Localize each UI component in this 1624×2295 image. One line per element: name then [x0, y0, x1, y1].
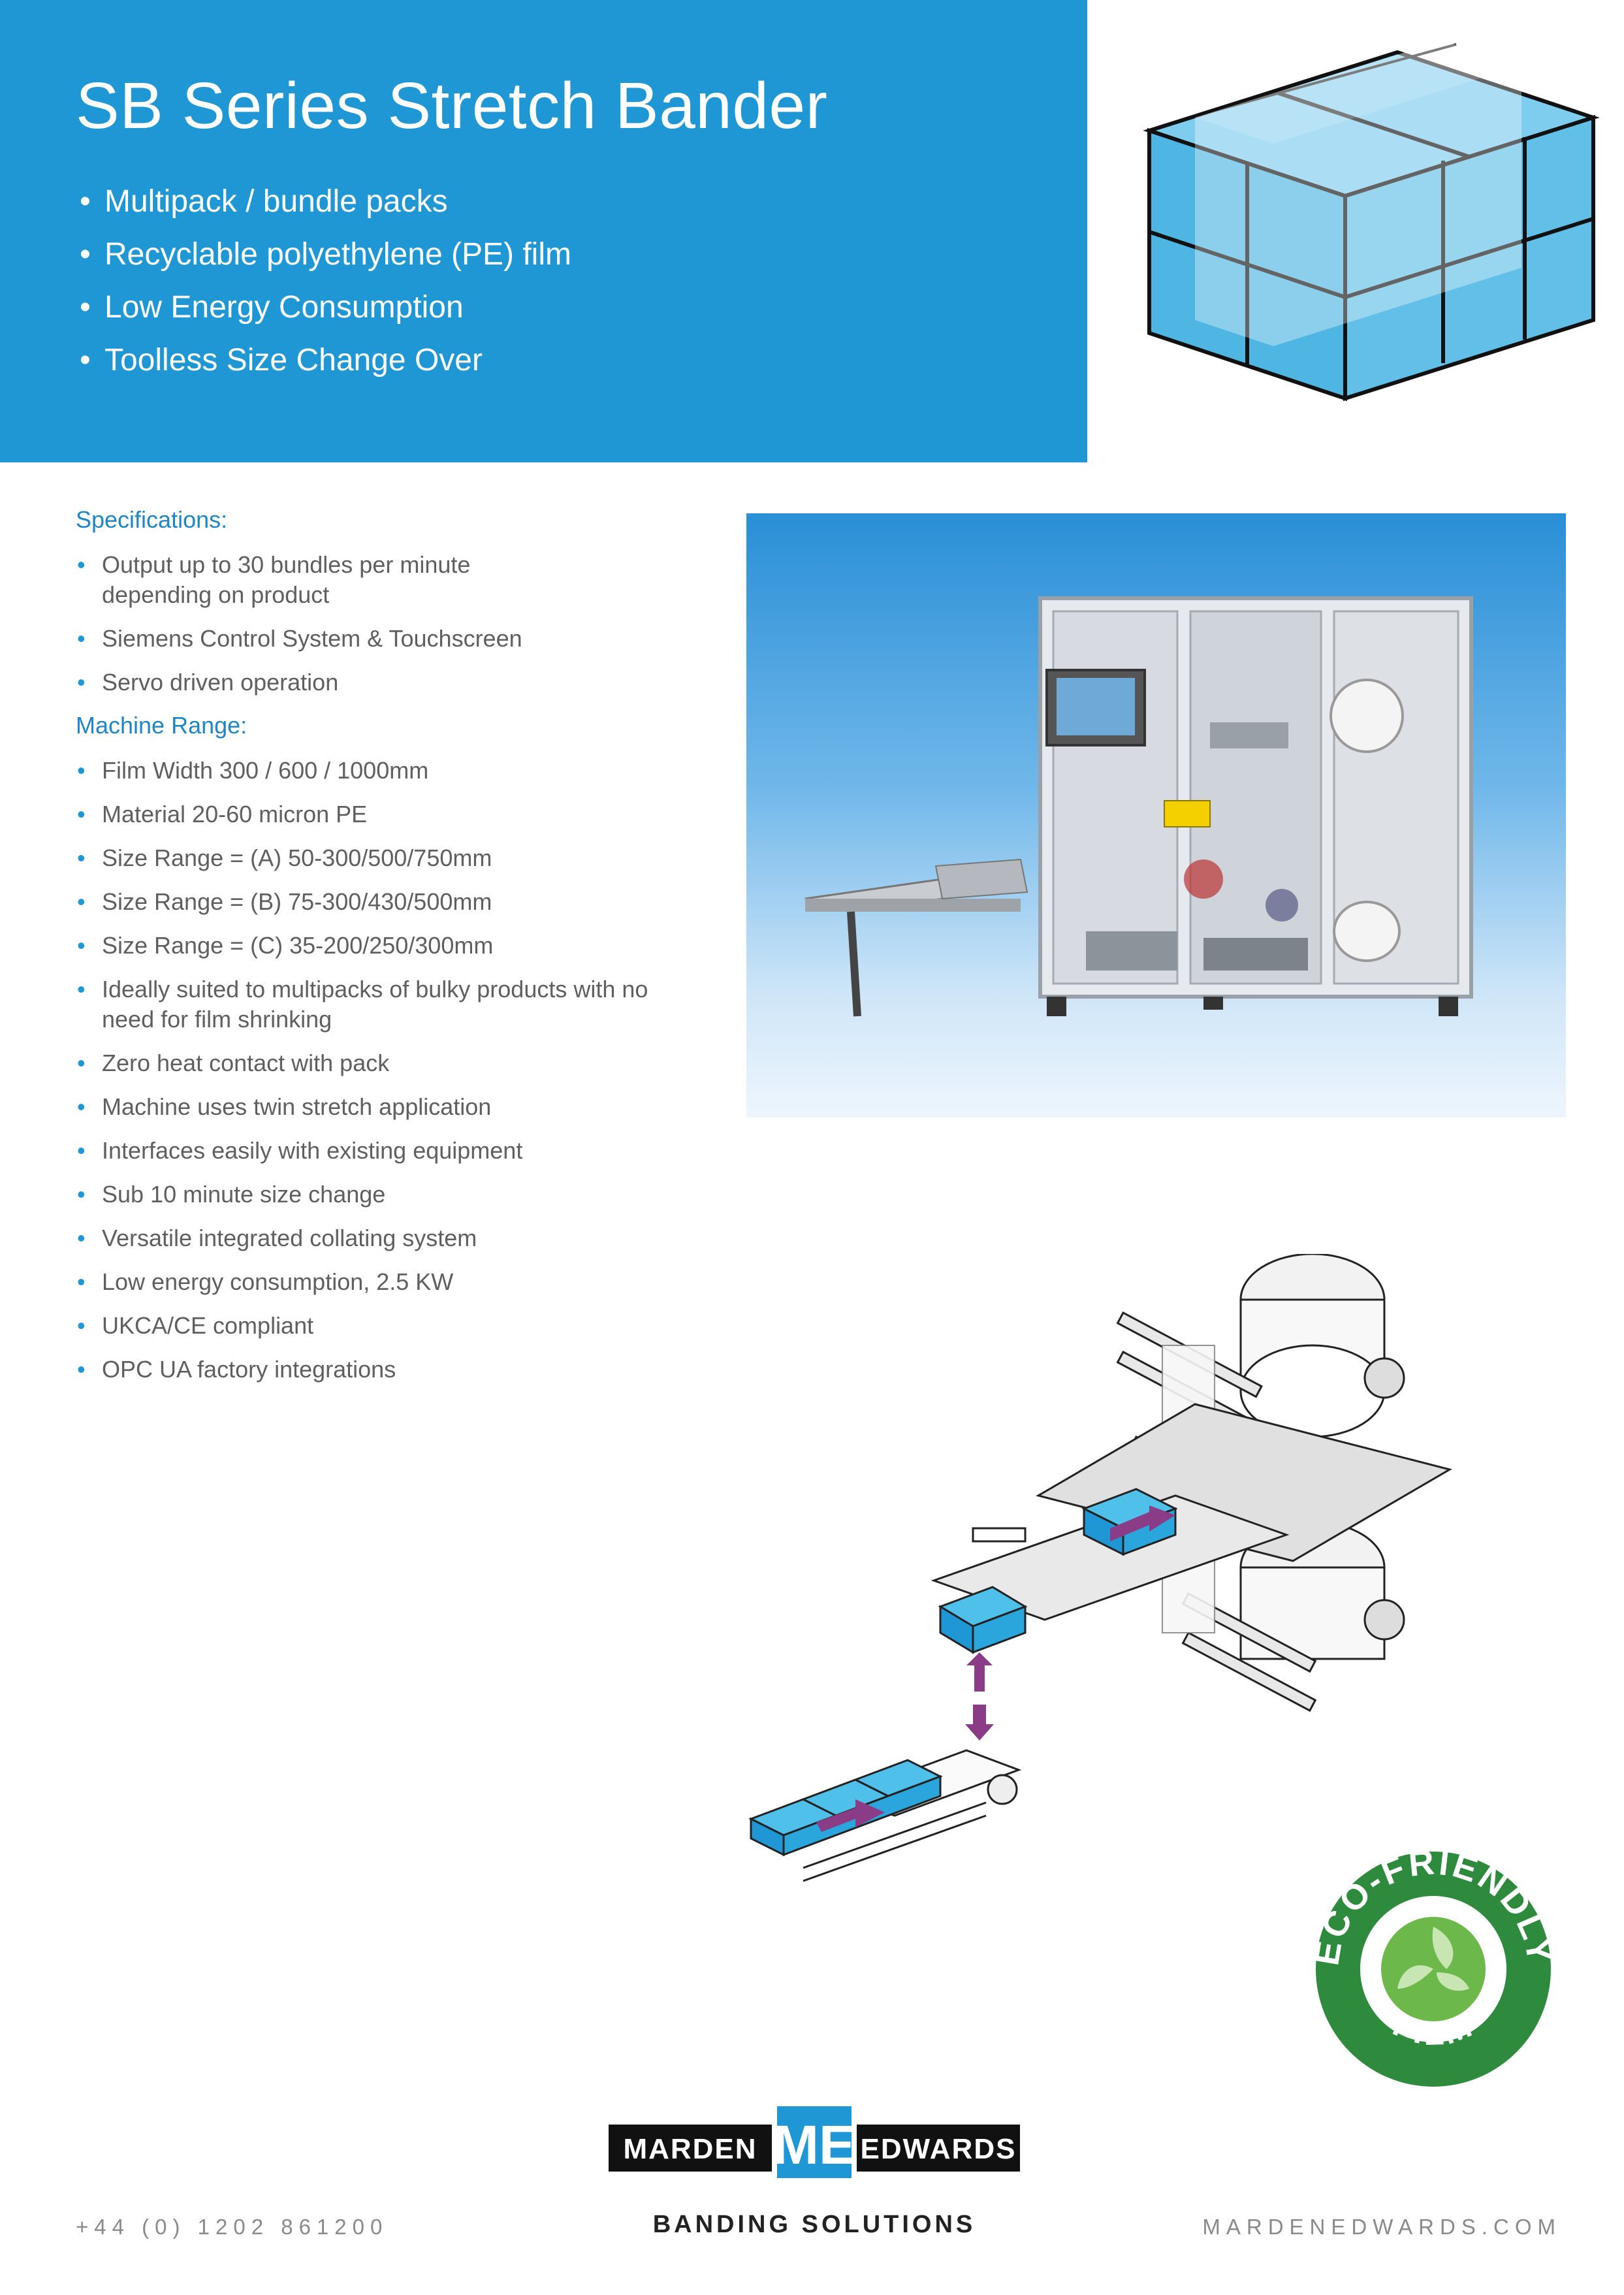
marden-edwards-logo: MARDEN ME EDWARDS	[609, 2106, 1020, 2178]
range-item: Machine uses twin stretch application	[76, 1092, 677, 1122]
range-item: Interfaces easily with existing equipmen…	[76, 1136, 677, 1166]
eco-friendly-badge: ECO-FRIENDLY FILM	[1313, 1848, 1554, 2087]
range-item: OPC UA factory integrations	[76, 1355, 677, 1385]
footer-phone: +44 (0) 1202 861200	[76, 2215, 389, 2239]
spec-item: Servo driven operation	[76, 667, 559, 698]
range-item: Zero heat contact with pack	[76, 1048, 677, 1078]
hero-bullet: •Low Energy Consumption	[80, 290, 464, 325]
range-item: Size Range = (A) 50-300/500/750mm	[76, 843, 677, 873]
machine-range-list: Film Width 300 / 600 / 1000mm Material 2…	[76, 756, 677, 1398]
logo-tagline: BANDING SOLUTIONS	[652, 2211, 976, 2238]
range-item: Versatile integrated collating system	[76, 1223, 677, 1253]
logo-mark: ME	[773, 2114, 855, 2175]
footer-website: MARDENEDWARDS.COM	[1202, 2215, 1561, 2239]
range-item: Material 20-60 micron PE	[76, 799, 677, 829]
range-item: Film Width 300 / 600 / 1000mm	[76, 756, 677, 786]
machine-photo	[746, 513, 1566, 1117]
recycle-leaf-icon	[1397, 1927, 1469, 1991]
hero-bullet: •Toolless Size Change Over	[80, 343, 483, 377]
logo-left-text: MARDEN	[623, 2133, 757, 2165]
range-item: Size Range = (C) 35-200/250/300mm	[76, 931, 677, 961]
specifications-heading: Specifications:	[76, 506, 228, 533]
page-title: SB Series Stretch Bander	[76, 69, 828, 142]
hero-bullet: •Recyclable polyethylene (PE) film	[80, 237, 571, 272]
range-item: Size Range = (B) 75-300/430/500mm	[76, 887, 677, 917]
machine-range-heading: Machine Range:	[76, 712, 247, 739]
range-item: Sub 10 minute size change	[76, 1180, 677, 1210]
hero-bullet: •Multipack / bundle packs	[80, 184, 448, 219]
banded-bundle-illustration	[1143, 40, 1600, 402]
logo-right-text: EDWARDS	[861, 2133, 1017, 2165]
range-item: Low energy consumption, 2.5 KW	[76, 1267, 677, 1297]
spec-item: Output up to 30 bundles per minute depen…	[76, 550, 559, 610]
range-item: Ideally suited to multipacks of bulky pr…	[76, 974, 677, 1035]
range-item: UKCA/CE compliant	[76, 1311, 677, 1341]
hero-bullets: •Multipack / bundle packs •Recyclable po…	[80, 175, 571, 387]
header-band: SB Series Stretch Bander •Multipack / bu…	[0, 0, 1087, 462]
specifications-list: Output up to 30 bundles per minute depen…	[76, 550, 559, 711]
spec-item: Siemens Control System & Touchscreen	[76, 624, 559, 654]
stretch-bander-machine-illustration	[804, 596, 1473, 1017]
process-diagram	[748, 1254, 1452, 1882]
